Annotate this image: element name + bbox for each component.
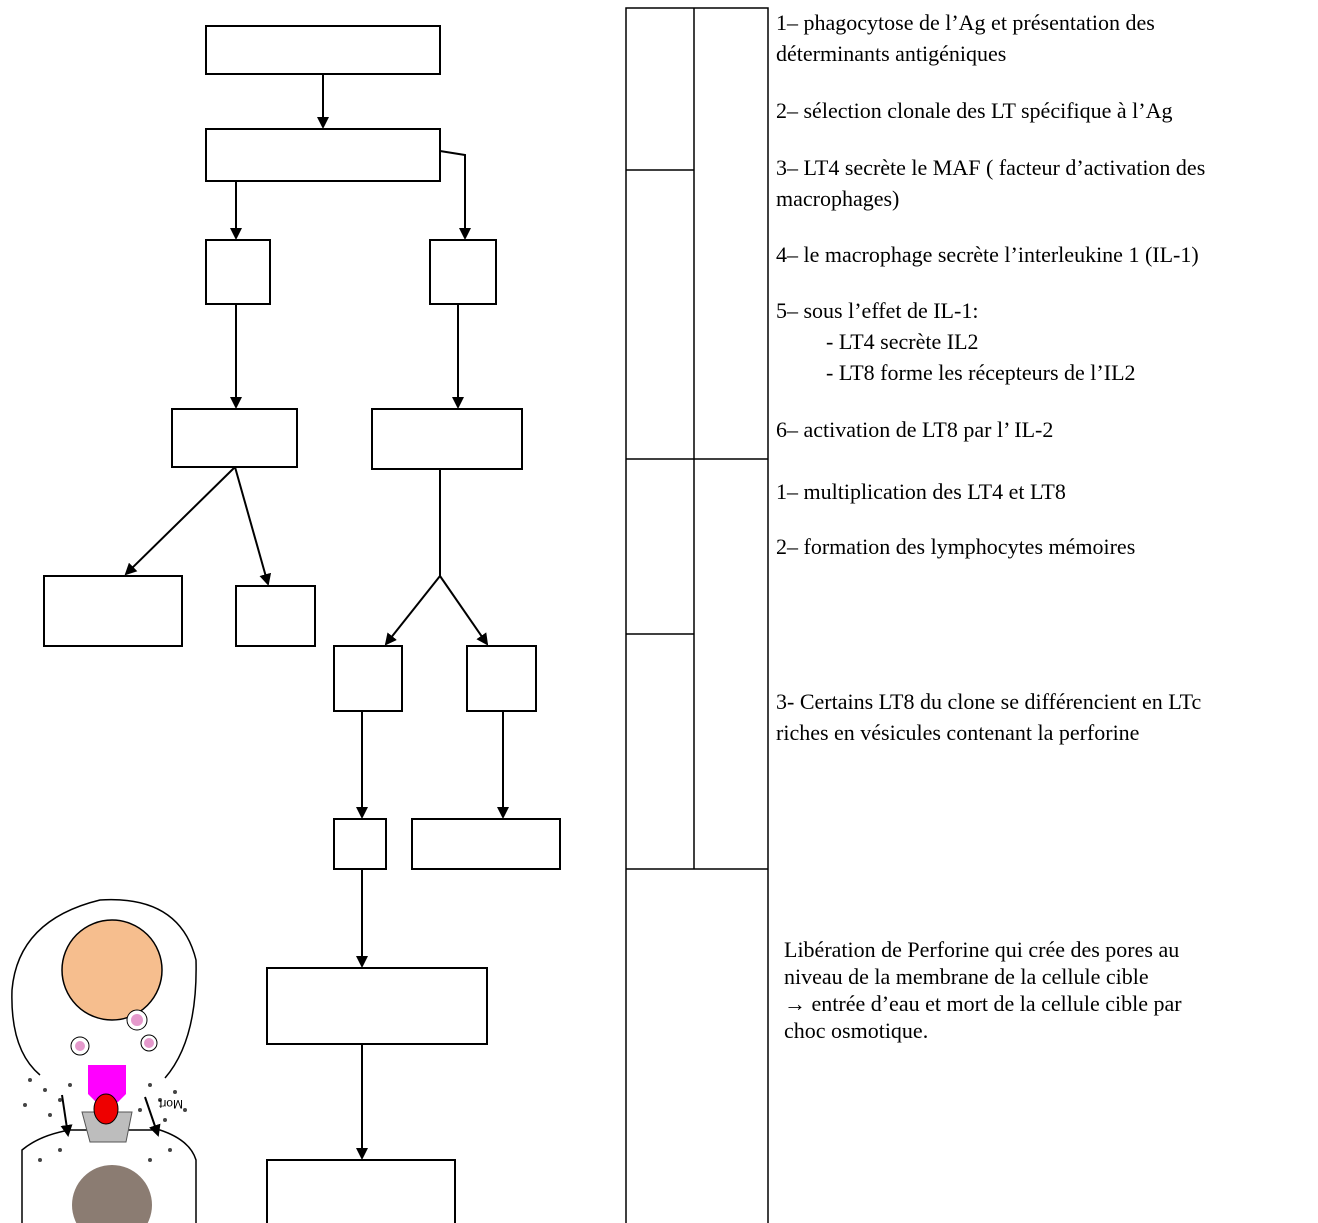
step-1: 1– phagocytose de l’Ag et présentation d… xyxy=(776,10,1155,66)
step-4: 4– le macrophage secrète l’interleukine … xyxy=(776,242,1199,267)
box-top xyxy=(205,25,441,75)
box-branch-b xyxy=(466,645,537,712)
box-left-bottom-b xyxy=(235,585,316,647)
arrow-6 xyxy=(124,466,236,576)
antigen xyxy=(93,1093,119,1125)
arrow-9 xyxy=(439,575,489,646)
box-large-1 xyxy=(266,967,488,1045)
box-right-small xyxy=(429,239,497,305)
box-right-mid xyxy=(371,408,523,470)
step-2: 2– sélection clonale des LT spécifique à… xyxy=(776,98,1173,123)
step-3: 3– LT4 secrète le MAF ( facteur d’activa… xyxy=(776,155,1206,211)
tcr-receptor xyxy=(88,1065,126,1102)
box-left-mid xyxy=(171,408,298,468)
target-nucleus xyxy=(72,1165,152,1223)
step-5: 5– sous l’effet de IL-1: - LT4 secrète I… xyxy=(776,298,1136,385)
ltc-nucleus xyxy=(61,919,163,1021)
arrow-3 xyxy=(439,150,471,240)
box-lower-b xyxy=(411,818,561,870)
phase2-step-2: 2– formation des lymphocytes mémoires xyxy=(776,534,1136,559)
cell-rotated-label: Mort xyxy=(158,1097,183,1111)
ltc-cell-illustration: Mort xyxy=(11,898,197,1223)
box-lower-a xyxy=(333,818,387,870)
box-second xyxy=(205,128,441,182)
box-left-bottom-a xyxy=(43,575,183,647)
phase3-text: Libération de Perforine qui crée des por… xyxy=(784,937,1182,1043)
arrow-8 xyxy=(384,575,441,646)
arrow-7 xyxy=(234,466,272,586)
phase-table xyxy=(625,7,769,1223)
step-6: 6– activation de LT8 par l’ IL-2 xyxy=(776,417,1054,442)
phase2-step-3: 3- Certains LT8 du clone se différencien… xyxy=(776,689,1202,745)
box-large-2 xyxy=(266,1159,456,1223)
box-left-small xyxy=(205,239,271,305)
phase2-step-1: 1– multiplication des LT4 et LT8 xyxy=(776,479,1066,504)
box-branch-a xyxy=(333,645,403,712)
